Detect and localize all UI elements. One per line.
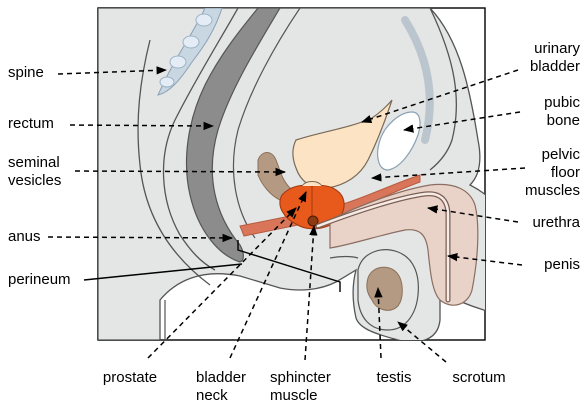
- label-pubic-bone: pubic bone: [544, 94, 580, 130]
- penis-shape: [329, 183, 479, 306]
- label-perineum: perineum: [8, 271, 71, 288]
- pointer-spine: [57, 66, 168, 75]
- pointer-lines: [47, 66, 526, 363]
- label-bladder-neck: bladder neck: [196, 369, 246, 405]
- pointer-pelvic-floor: [370, 167, 526, 182]
- pointer-sphincter: [304, 224, 318, 361]
- label-bladder-neck-line1: bladder: [196, 369, 247, 386]
- pointer-penis: [446, 252, 523, 266]
- pointer-perineum: [83, 263, 243, 281]
- label-testis: testis: [376, 369, 412, 386]
- label-sphincter-muscle: sphincter muscle: [270, 369, 331, 405]
- label-urethra: urethra: [532, 214, 580, 231]
- vertebrae: [159, 13, 213, 88]
- label-rectum: rectum: [8, 115, 54, 132]
- rectum-shape: [185, 8, 281, 263]
- label-pelvic-floor-muscles: pelvic floor muscles: [525, 146, 580, 200]
- pointer-bladder-neck: [229, 191, 307, 359]
- pointer-scrotum: [397, 321, 447, 363]
- pointer-testis: [374, 286, 383, 359]
- label-pelvic-line3: muscles: [524, 182, 580, 199]
- label-spine: spine: [8, 64, 44, 81]
- label-pubic-line2: bone: [546, 112, 580, 129]
- pointer-seminal: [74, 167, 287, 177]
- pointer-rectum: [69, 121, 215, 131]
- label-penis: penis: [544, 256, 580, 273]
- label-anus: anus: [8, 228, 41, 245]
- pointer-pubic-bone: [402, 111, 521, 133]
- pointer-prostate: [147, 207, 297, 359]
- perineum-bracket: [237, 240, 341, 292]
- pointer-urinary-bladder: [361, 69, 519, 123]
- label-seminal-line1: seminal: [8, 154, 60, 171]
- label-prostate: prostate: [102, 369, 158, 386]
- pointer-anus: [47, 233, 234, 243]
- label-urinary-line1: urinary: [534, 40, 580, 57]
- seminal-vesicles-shape: [257, 152, 293, 203]
- label-sphincter-line2: muscle: [270, 387, 318, 404]
- label-scrotum: scrotum: [452, 369, 506, 386]
- label-urinary-line2: bladder: [529, 58, 580, 75]
- label-pubic-line1: pubic: [544, 94, 580, 111]
- testis-shape: [366, 266, 403, 311]
- label-sphincter-line1: sphincter: [270, 369, 331, 386]
- label-seminal-line2: vesicles: [8, 172, 62, 189]
- label-urinary-bladder: urinary bladder: [530, 40, 580, 76]
- label-pelvic-line1: pelvic: [541, 146, 580, 163]
- pointer-urethra: [426, 205, 519, 223]
- label-seminal-vesicles: seminal vesicles: [8, 154, 61, 190]
- label-pelvic-line2: floor: [550, 164, 580, 181]
- label-bladder-neck-line2: neck: [196, 387, 228, 404]
